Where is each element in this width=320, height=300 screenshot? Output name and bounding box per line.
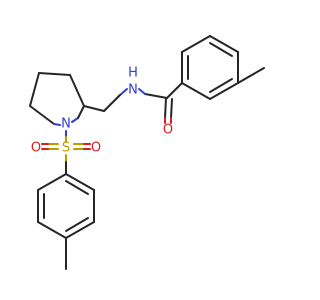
bond-pyrrolidine-2 (38, 72, 71, 76)
bond-ring-b-1 (37, 173, 67, 191)
atom-amide-h: H (128, 66, 138, 81)
bond-n-to-ch2 (103, 94, 121, 112)
bond-ring-a-6 (209, 35, 239, 53)
bond-pyrrolidine-4-n (53, 123, 61, 126)
molecule-canvas: N H O N S O O (29, 35, 265, 270)
bond-ring-b-6 (65, 173, 95, 191)
bond-methyl-a (237, 67, 265, 84)
bond-pyrrolidine-3 (29, 72, 40, 107)
bond-ring-b-4 (65, 221, 95, 239)
atom-sulfonyl-o-right: O (91, 141, 101, 156)
bond-n-to-ch2-n (119, 88, 128, 96)
bond-ring-a-1 (181, 35, 211, 53)
bond-pyrrolidine-5 (77, 105, 85, 119)
atom-label-layer: N H O N S O O (31, 66, 173, 156)
bond-ring-b-inner-2 (65, 217, 89, 232)
atom-carbonyl-o: O (163, 123, 173, 138)
atom-sulfur: S (62, 141, 70, 156)
bond-carbonyl-o-2 (170, 98, 173, 119)
chemical-structure-diagram: N H O N S O O (29, 35, 265, 270)
bond-layer (29, 35, 265, 270)
bond-carbonyl-to-n (144, 93, 168, 99)
bond-carbonyl-to-n-n (138, 88, 146, 95)
bond-ch2-to-ring (83, 105, 105, 112)
bond-ring-a-4 (209, 82, 239, 100)
bond-ring-a-inner-2 (209, 78, 233, 93)
atom-sulfonyl-o-left: O (31, 141, 41, 156)
bond-pyrrolidine-1 (69, 74, 85, 107)
bond-ring-b-3 (37, 221, 67, 239)
bond-pyrrolidine-4 (29, 105, 55, 125)
bond-carbonyl-o-1 (164, 97, 167, 119)
bond-ring-a-inner-3 (209, 42, 233, 57)
atom-amide-nh: N (128, 83, 138, 98)
bond-pyrrolidine-5-n (71, 117, 79, 123)
bond-ring-b-inner-3 (65, 180, 89, 195)
atom-ring-n: N (61, 117, 71, 132)
bond-ring-to-carbonyl (166, 82, 183, 99)
bond-ring-a-3 (181, 82, 211, 100)
